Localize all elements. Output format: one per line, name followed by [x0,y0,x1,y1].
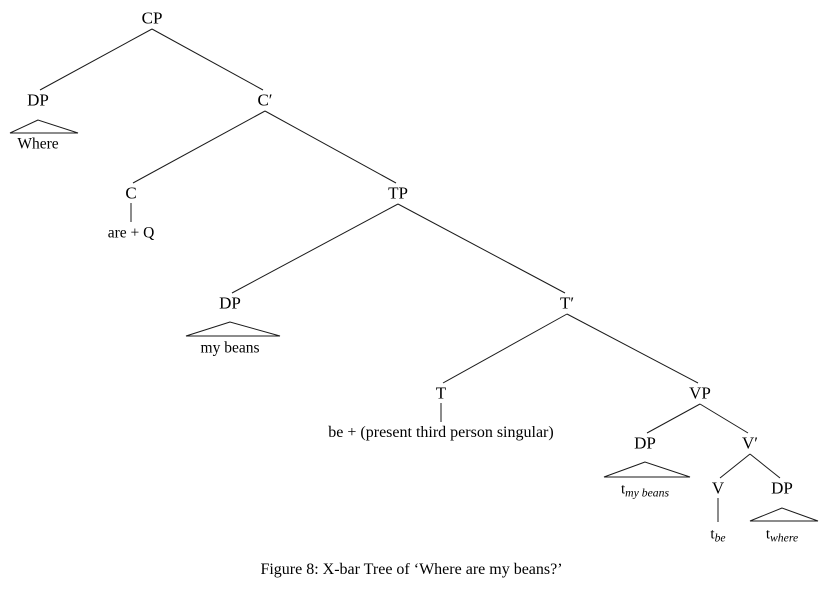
branch-lines [39,28,781,479]
branch-Tbar-VP [566,313,699,384]
trace-subscript: be [714,531,726,545]
branch-Tbar-T [442,313,568,384]
tree-node-tp: TP [388,183,408,203]
triangle-tri_beans [185,321,281,337]
tree-leaf-leaf_areq: are + Q [107,224,155,242]
branch-CP-DP_where [39,28,153,91]
connector-lines [130,203,719,522]
tree-node-t: T [435,383,447,403]
branch-CP-Cbar [151,28,264,91]
trace-base: t [710,526,715,543]
trace-leaf_tbeans: tmy beans [621,481,669,500]
triangle-tri_tbeans [603,461,691,478]
branch-Cbar-TP [264,110,397,184]
trace-leaf_twhere: twhere [765,526,799,545]
tree-leaf-leaf_where: Where [17,135,59,153]
tree-leaf-leaf_beans: my beans [200,339,260,357]
branch-VP-DP_tbeans [646,403,701,434]
tree-node-dp_twhere: DP [771,478,793,498]
tree-leaf-leaf_be: be + (present third person singular) [328,424,554,441]
tree-node-dp_tbeans: DP [634,433,656,453]
tree-node-vbar: V′ [742,433,758,453]
figure-caption: Figure 8: X-bar Tree of ‘Where are my be… [260,561,563,578]
triangle-tri_twhere [749,507,819,522]
tree-node-dp_where: DP [27,90,49,110]
triangle-tri_where [9,119,79,134]
branch-Vbar-DP_twhere [749,453,781,479]
branch-TP-DP_beans [231,203,399,294]
tree-node-tbar: T′ [559,293,575,313]
trace-subscript: my beans [625,486,669,500]
tree-node-cbar: C′ [257,90,273,110]
tree-node-v: V [711,478,725,498]
trace-base: t [621,481,626,498]
branch-Vbar-V [719,453,751,479]
tree-node-cp: CP [141,8,163,28]
trace-leaf_tbe: tbe [710,526,726,545]
tree-node-dp_beans: DP [219,293,241,313]
branch-Cbar-C [132,110,266,184]
branch-VP-Vbar [699,403,749,434]
tree-node-vp: VP [689,383,711,403]
trace-subscript: where [770,531,799,545]
branch-TP-Tbar [397,203,566,294]
tree-node-c: C [125,183,137,203]
trace-base: t [765,526,771,543]
triangle-shapes [9,119,819,522]
